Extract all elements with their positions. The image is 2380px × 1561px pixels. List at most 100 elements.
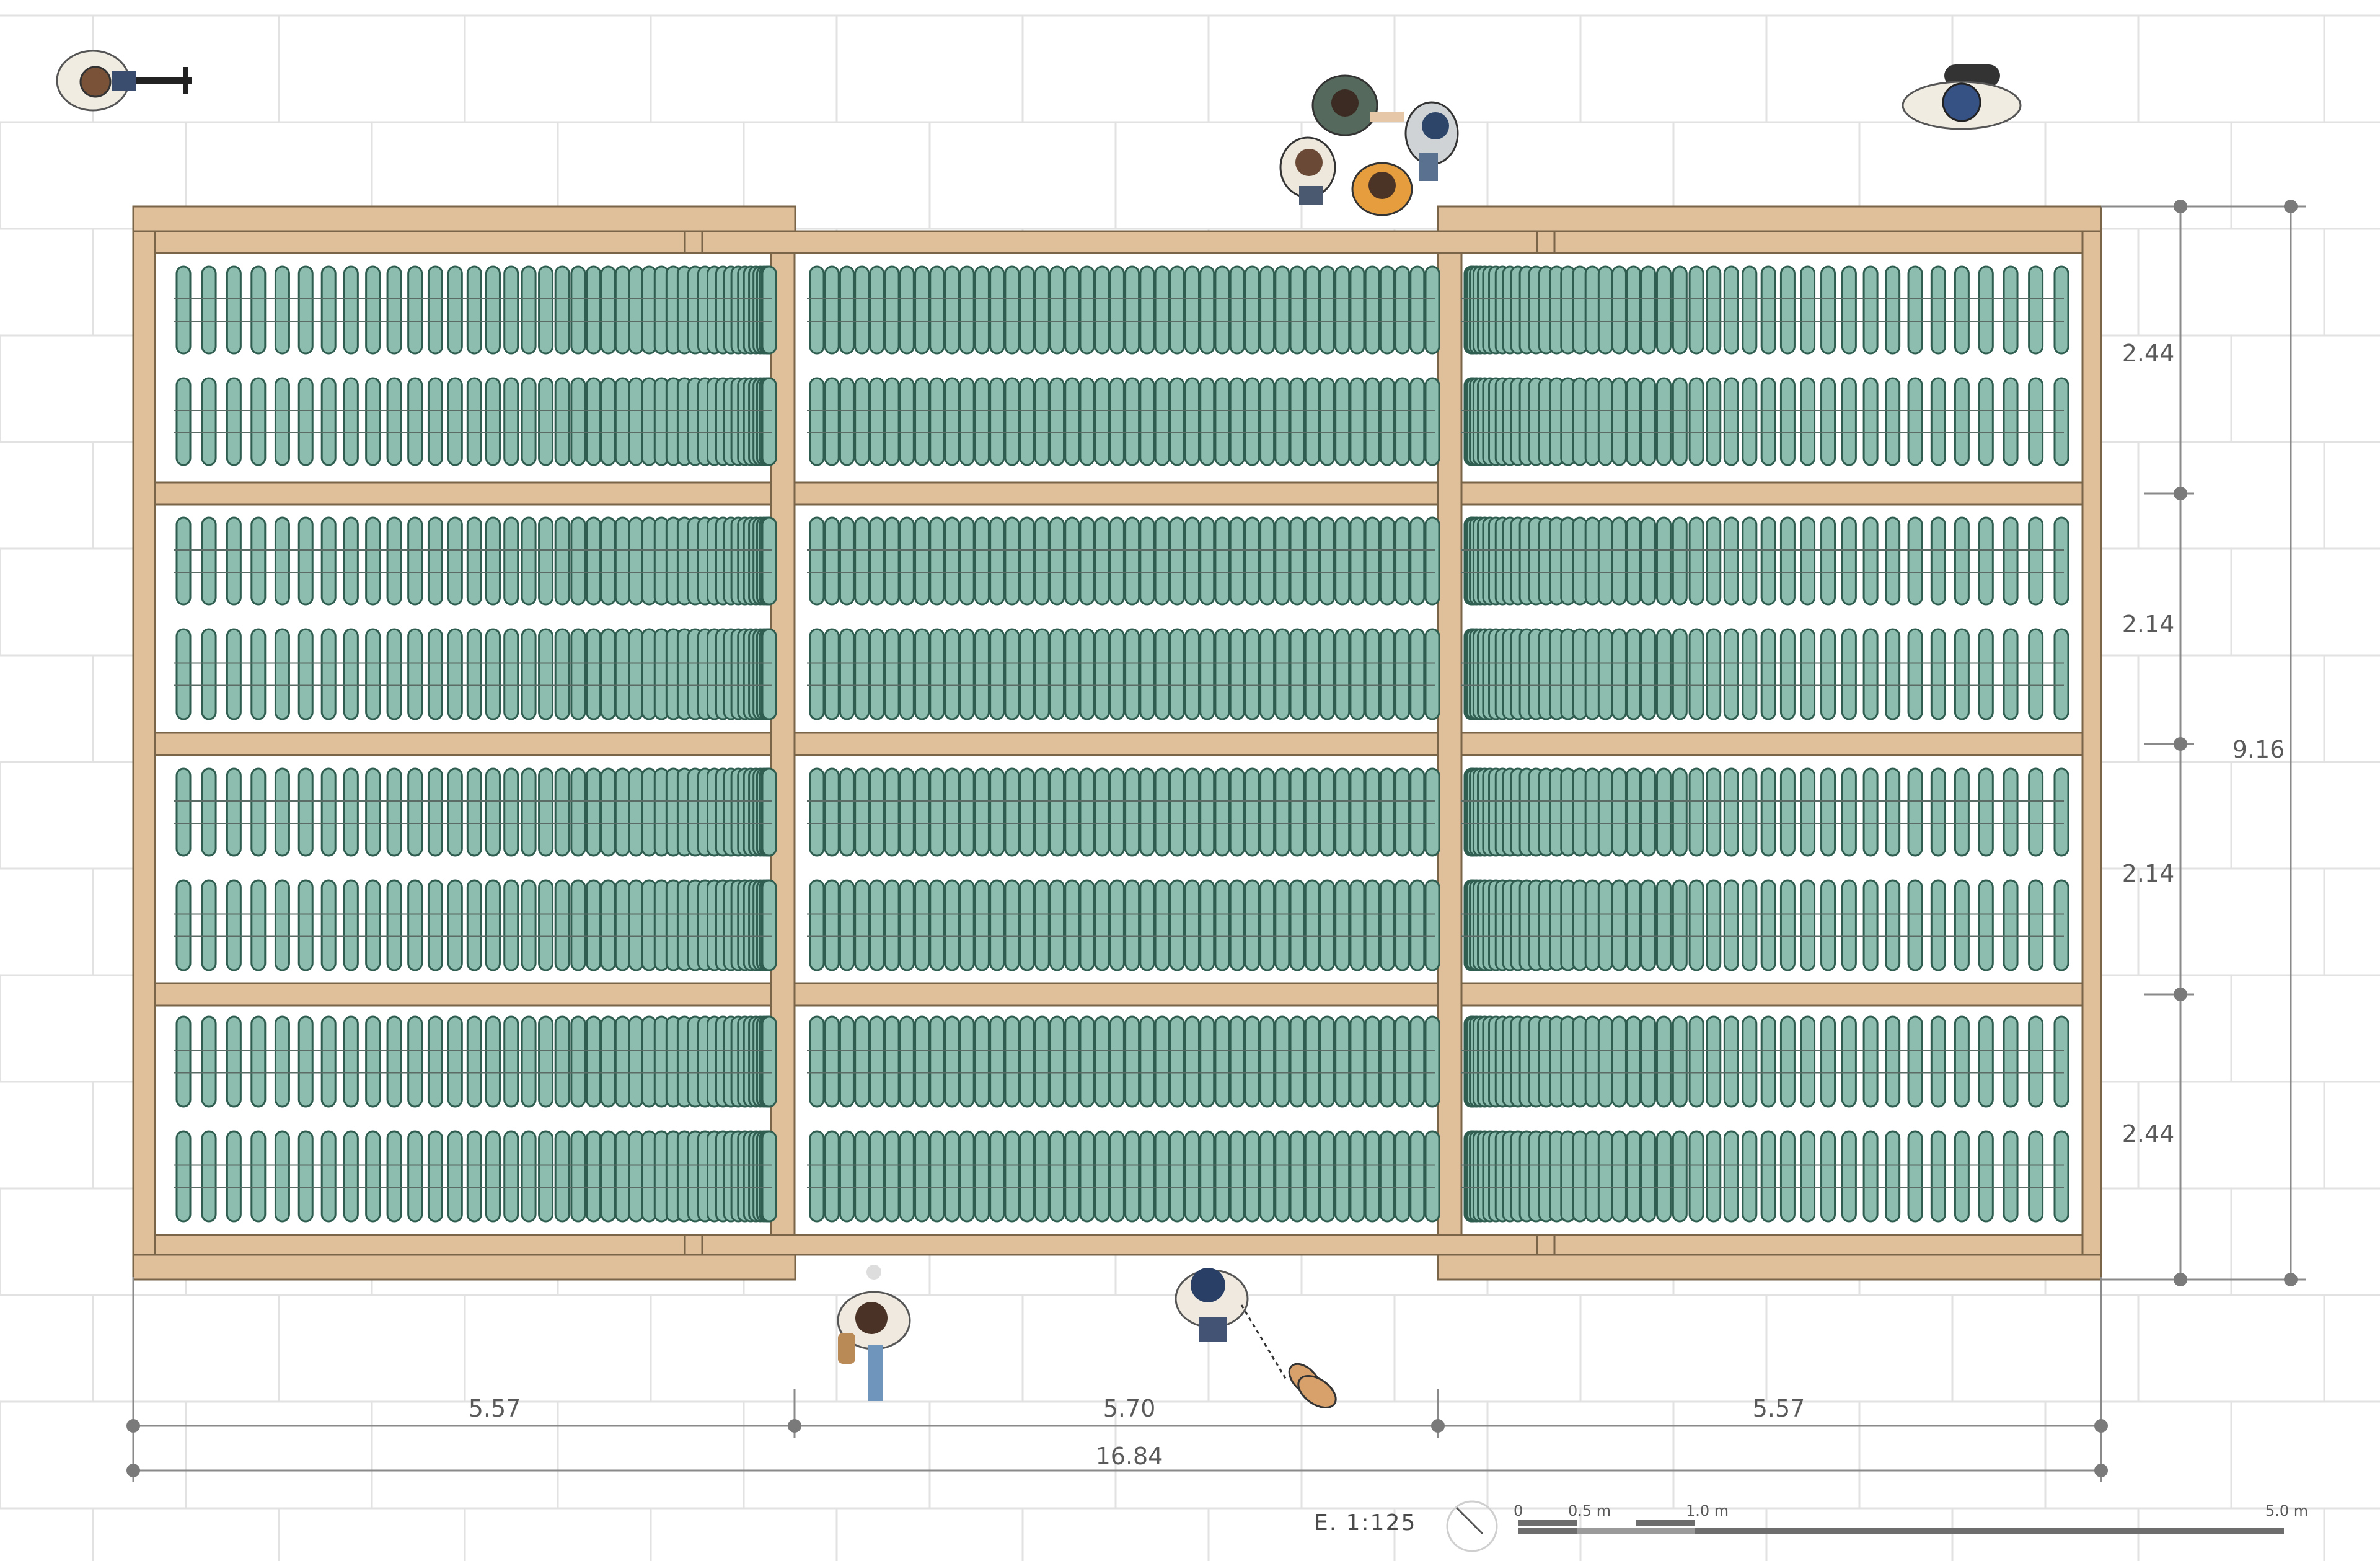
bicycle-594 <box>899 1015 915 1108</box>
bicycle-642 <box>989 1130 1005 1223</box>
bicycle-488 <box>1199 628 1215 720</box>
bicycle-573 <box>1214 879 1230 971</box>
bicycle-456 <box>1349 516 1365 606</box>
bicycle-214 <box>274 879 290 971</box>
bicycle-961 <box>1954 1015 1970 1108</box>
bicycle-425 <box>884 516 900 606</box>
bicycle-828 <box>1800 628 1816 720</box>
bicycle-91 <box>343 516 359 606</box>
bicycle-87 <box>250 516 267 606</box>
bicycle-11 <box>427 265 443 355</box>
bicycle-416 <box>1379 377 1395 466</box>
bicycle-564 <box>1079 879 1095 971</box>
bicycle-344 <box>929 265 945 355</box>
bicycle-753 <box>2003 377 2019 466</box>
bicycle-528 <box>1169 767 1185 857</box>
bicycle-965 <box>2053 1015 2069 1108</box>
bicycle-963 <box>2003 1015 2019 1108</box>
bicycle-435 <box>1034 516 1050 606</box>
bicycle-923 <box>2053 879 2069 971</box>
bicycle-644 <box>1019 1130 1035 1223</box>
bicycle-178 <box>407 767 423 857</box>
bicycle-576 <box>1259 879 1276 971</box>
bicycle-794 <box>1978 516 1994 606</box>
bicycle-233 <box>628 879 644 971</box>
bicycle-565 <box>1094 879 1110 971</box>
bicycle-432 <box>989 516 1005 606</box>
bicycle-423 <box>854 516 870 606</box>
bicycle-534 <box>1259 767 1276 857</box>
bicycle-607 <box>1094 1015 1110 1108</box>
bicycle-829 <box>1820 628 1836 720</box>
bicycle-61 <box>570 377 586 466</box>
bicycle-869 <box>1779 767 1796 857</box>
bicycle-1000 <box>1885 1130 1901 1223</box>
bicycle-946 <box>1655 1015 1672 1108</box>
bicycle-830 <box>1841 628 1857 720</box>
scale-label: E. 1:125 <box>1314 1510 1416 1536</box>
bicycle-734 <box>1626 377 1642 466</box>
bicycle-875 <box>1907 767 1923 857</box>
bicycle-530 <box>1199 767 1215 857</box>
bicycle-9 <box>386 265 402 355</box>
bicycle-559 <box>1004 879 1020 971</box>
bicycle-691 <box>1611 265 1627 355</box>
bicycle-628 <box>1409 1015 1426 1108</box>
bicycle-399 <box>1124 377 1140 466</box>
bicycle-825 <box>1742 628 1758 720</box>
bicycle-733 <box>1611 377 1627 466</box>
bicycle-704 <box>1841 265 1857 355</box>
bicycle-606 <box>1079 1015 1095 1108</box>
bicycle-188 <box>586 767 602 857</box>
bicycle-692 <box>1626 265 1642 355</box>
bicycle-454 <box>1319 516 1335 606</box>
bicycle-514 <box>959 767 975 857</box>
bicycle-511 <box>914 767 930 857</box>
bicycle-492 <box>1259 628 1276 720</box>
bicycle-668 <box>1379 1130 1395 1223</box>
bicycle-915 <box>1862 879 1879 971</box>
bicycle-955 <box>1820 1015 1836 1108</box>
bicycle-513 <box>944 767 960 857</box>
bicycle-373 <box>1364 265 1380 355</box>
bicycle-261 <box>386 1015 402 1108</box>
bicycle-434 <box>1019 516 1035 606</box>
bicycle-49 <box>343 377 359 466</box>
bicycle-388 <box>959 377 975 466</box>
bicycle-539 <box>1334 767 1351 857</box>
bicycle-461 <box>1424 516 1440 606</box>
bicycle-394 <box>1049 377 1065 466</box>
bicycle-585 <box>1395 879 1411 971</box>
bicycle-536 <box>1289 767 1305 857</box>
bicycle-465 <box>854 628 870 720</box>
bicycle-563 <box>1064 879 1080 971</box>
bicycle-270 <box>554 1015 570 1108</box>
bicycle-907 <box>1706 879 1722 971</box>
bicycle-549 <box>854 879 870 971</box>
bicycle-396 <box>1079 377 1095 466</box>
bicycle-819 <box>1641 628 1657 720</box>
bicycle-271 <box>570 1015 586 1108</box>
bicycle-391 <box>1004 377 1020 466</box>
bicycle-788 <box>1841 516 1857 606</box>
bicycle-403 <box>1184 377 1200 466</box>
bicycle-527 <box>1154 767 1170 857</box>
bicycle-312 <box>554 1130 570 1223</box>
bicycle-690 <box>1597 265 1613 355</box>
bicycle-487 <box>1184 628 1200 720</box>
bicycle-103 <box>570 516 586 606</box>
bicycle-712 <box>2028 265 2044 355</box>
bicycle-865 <box>1706 767 1722 857</box>
dim-right-lower-mid: 2.14 <box>2122 860 2175 887</box>
bicycle-948 <box>1688 1015 1704 1108</box>
bicycle-417 <box>1395 377 1411 466</box>
bicycle-903 <box>1641 879 1657 971</box>
bicycle-142 <box>521 628 537 720</box>
bicycle-908 <box>1723 879 1739 971</box>
bicycle-793 <box>1954 516 1970 606</box>
bicycle-50 <box>365 377 381 466</box>
bicycle-910 <box>1760 879 1776 971</box>
bicycle-579 <box>1304 879 1320 971</box>
bicycle-107 <box>628 516 644 606</box>
bicycle-601 <box>1004 1015 1020 1108</box>
